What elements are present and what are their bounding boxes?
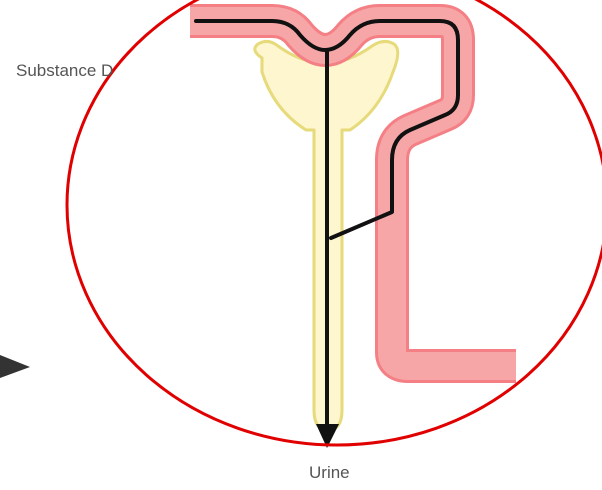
left-edge-arrow	[0, 355, 30, 378]
urine-label: Urine	[309, 463, 350, 482]
substance-d-label: Substance D	[16, 61, 113, 80]
